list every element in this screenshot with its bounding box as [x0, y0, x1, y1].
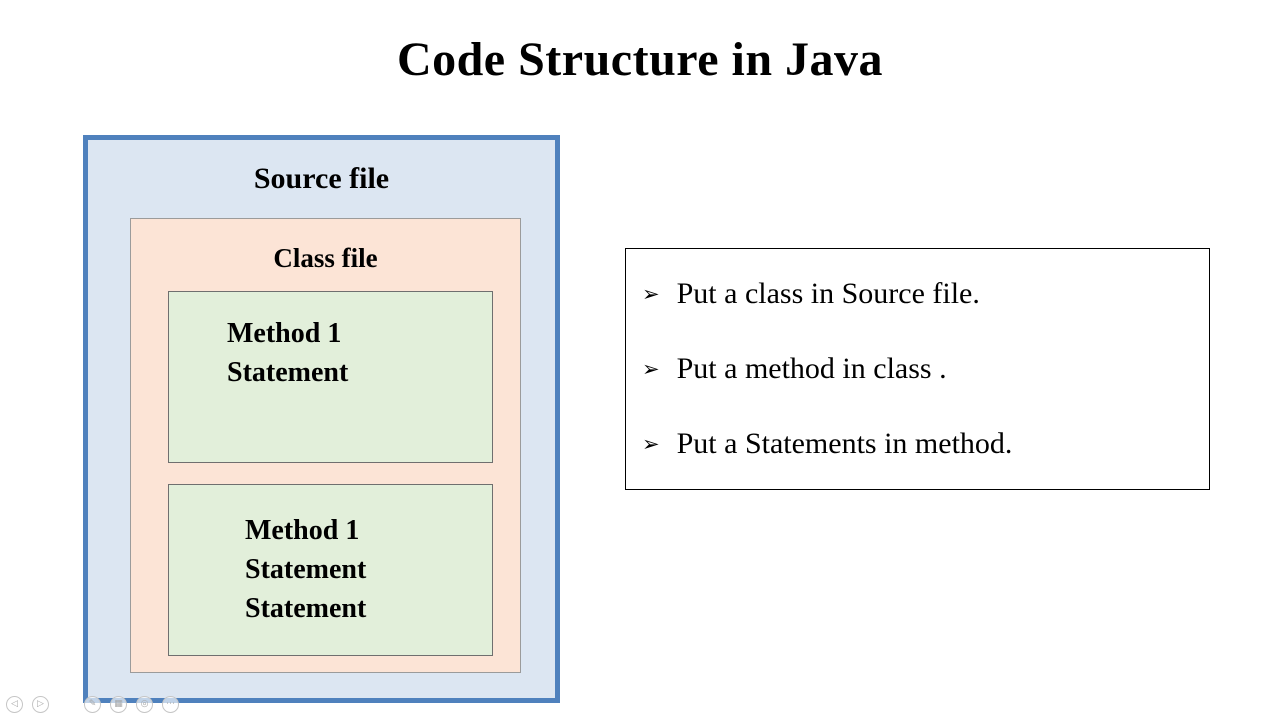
arrow-bullet-icon: ➢ — [642, 282, 660, 307]
zoom-icon[interactable]: ◎ — [136, 696, 153, 713]
notes-box: ➢ Put a class in Source file. ➢ Put a me… — [625, 248, 1210, 490]
note-item: ➢ Put a method in class . — [642, 352, 1199, 386]
method-box-1: Method 1 Statement — [168, 291, 493, 463]
class-file-label: Class file — [273, 243, 378, 273]
note-item: ➢ Put a class in Source file. — [642, 277, 1199, 311]
more-icon[interactable]: ⋯ — [162, 696, 179, 713]
method-line: Statement — [245, 554, 367, 585]
grid-icon[interactable]: ▦ — [110, 696, 127, 713]
note-text: Put a method in class . — [676, 351, 947, 385]
note-item: ➢ Put a Statements in method. — [642, 427, 1199, 461]
method-line: Method 1 — [227, 318, 342, 349]
source-file-label: Source file — [253, 162, 390, 195]
play-icon[interactable]: ▷ — [32, 696, 49, 713]
method-line: Statement — [227, 357, 349, 388]
method-box-2: Method 1 Statement Statement — [168, 484, 493, 656]
method-line: Statement — [245, 593, 367, 624]
slide-title: Code Structure in Java — [396, 33, 884, 86]
method-line: Method 1 — [245, 515, 360, 546]
arrow-bullet-icon: ➢ — [642, 431, 660, 456]
class-file-box: Class file Method 1 Statement Method 1 S… — [130, 218, 521, 673]
pen-icon[interactable]: ✎ — [84, 696, 101, 713]
arrow-bullet-icon: ➢ — [642, 356, 660, 381]
note-text: Put a class in Source file. — [676, 277, 980, 311]
source-file-box: Source file Class file Method 1 Statemen… — [83, 135, 560, 703]
previous-icon[interactable]: ◁ — [6, 696, 23, 713]
player-controls: ◁ ▷ ✎ ▦ ◎ ⋯ — [6, 696, 179, 713]
note-text: Put a Statements in method. — [676, 426, 1013, 460]
